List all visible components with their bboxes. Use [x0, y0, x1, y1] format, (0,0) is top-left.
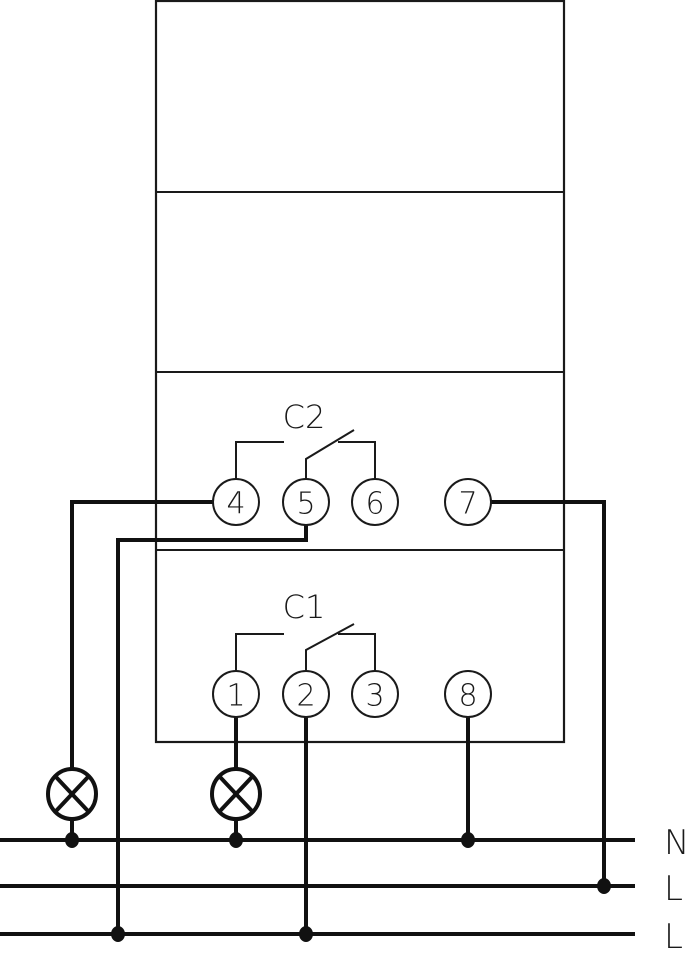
junction-dot	[65, 832, 79, 848]
wire-t5-l2	[116, 523, 308, 936]
lamp-cross	[53, 774, 91, 814]
contact-c2-nc-arm	[235, 441, 284, 480]
junction-dot	[111, 926, 125, 942]
device-enclosure	[154, 0, 566, 744]
terminal-4: 4	[212, 478, 260, 526]
contact-c1-switch-blade	[305, 623, 355, 672]
terminal-circle	[351, 670, 399, 718]
terminal-label: 7	[458, 487, 477, 522]
terminal-circle	[212, 478, 260, 526]
lamp-cross	[217, 774, 255, 814]
wire-t7-l1	[490, 500, 606, 888]
terminal-label: 3	[365, 679, 384, 714]
junction-dot	[299, 926, 313, 942]
terminal-2: 2	[282, 670, 330, 718]
junction-dot	[597, 878, 611, 894]
terminal-circle	[282, 670, 330, 718]
bus-label-l1: L	[664, 869, 683, 909]
junction-dot	[461, 832, 475, 848]
terminal-circle	[444, 478, 492, 526]
bus-lines	[0, 838, 635, 936]
junction-dot	[229, 832, 243, 848]
terminal-5: 5	[282, 478, 330, 526]
terminal-circle	[282, 478, 330, 526]
terminal-label: 2	[296, 679, 315, 714]
terminal-6: 6	[351, 478, 399, 526]
terminal-label: 8	[458, 679, 477, 714]
lamp-right	[210, 767, 262, 821]
terminal-label: 4	[226, 487, 245, 522]
contact-c2-switch-blade	[305, 429, 355, 480]
terminal-7: 7	[444, 478, 492, 526]
terminal-label: 1	[226, 679, 245, 714]
bus-label-n: N	[664, 823, 689, 863]
terminal-1: 1	[212, 670, 260, 718]
contact-c2: C2	[235, 398, 376, 480]
terminal-3: 3	[351, 670, 399, 718]
contact-label-c1: C1	[283, 588, 326, 626]
bus-label-l2: L	[664, 917, 683, 957]
contact-c1: C1	[235, 588, 376, 672]
terminal-label: 6	[365, 487, 384, 522]
contact-c2-no-arm	[338, 441, 376, 480]
junctions	[65, 832, 611, 942]
contact-label-c2: C2	[283, 398, 326, 436]
terminal-circle	[444, 670, 492, 718]
contact-c1-nc-arm	[235, 633, 284, 672]
terminal-8: 8	[444, 670, 492, 718]
wire-t4-lamp	[70, 500, 216, 780]
contact-c1-no-arm	[338, 633, 376, 672]
lamp-left	[46, 767, 98, 821]
terminal-label: 5	[296, 487, 315, 522]
terminal-circle	[212, 670, 260, 718]
terminal-circle	[351, 478, 399, 526]
